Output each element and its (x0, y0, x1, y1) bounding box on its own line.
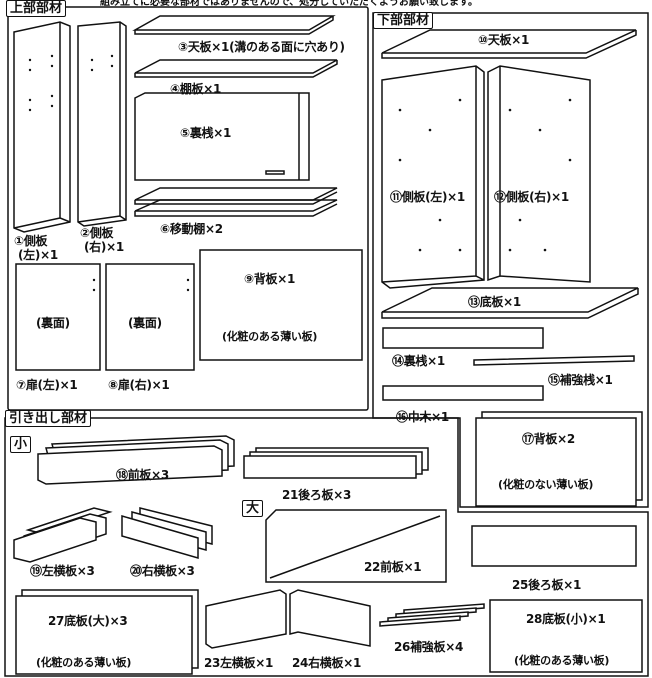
back-panel-17a-drawing (475, 417, 637, 507)
front-boards-18-drawing (37, 435, 235, 485)
label-part-6: ⑥移動棚×2 (160, 222, 223, 236)
left-side-board-23-drawing (205, 589, 287, 649)
label-part-27: 27底板(大)×3 (48, 614, 128, 628)
door-right-drawing (105, 263, 195, 371)
label-part-1a: ①側板 (14, 234, 48, 248)
left-side-boards-19-drawing (13, 507, 113, 563)
label-part-17: ⑰背板×2 (522, 432, 575, 446)
label-part-21: 21後ろ板×3 (282, 488, 352, 502)
label-part-5: ⑤裏桟×1 (180, 126, 232, 140)
label-part-14: ⑭裏桟×1 (392, 354, 445, 368)
section-tab-drawer: 引き出し部材 (5, 410, 92, 427)
back-rail-14-drawing (382, 327, 544, 349)
section-tab-upper: 上部部材 (6, 0, 67, 17)
door-left-drawing (15, 263, 101, 371)
kickboard-16-drawing (382, 385, 544, 401)
section-tab-small: 小 (10, 436, 32, 453)
bottom-board-13-drawing (381, 287, 639, 319)
side-panel-11-drawing (381, 65, 485, 289)
right-side-boards-20-drawing (121, 507, 213, 559)
back-boards-21-drawing (243, 447, 429, 479)
label-part-22: 22前板×1 (364, 560, 422, 574)
back-board-25-drawing (471, 525, 637, 567)
back-panel-9-drawing (199, 249, 363, 361)
side-panel-right-drawing (77, 21, 127, 227)
top-board-3-drawing (132, 15, 336, 35)
label-part-28-note: (化粧のある薄い板) (514, 654, 610, 667)
label-part-19: ⑲左横板×3 (30, 564, 95, 578)
bottom-board-27-drawing (15, 595, 193, 675)
side-panel-12-drawing (487, 65, 591, 283)
label-part-7-face: (裏面) (36, 316, 70, 330)
movable-shelf-6b-drawing (134, 199, 338, 217)
hole-dots (28, 54, 572, 292)
label-part-27-note: (化粧のある薄い板) (36, 656, 132, 669)
label-part-23: 23左横板×1 (204, 656, 274, 670)
shelf-4-drawing (134, 59, 338, 78)
label-part-3: ③天板×1(溝のある面に穴あり) (178, 40, 345, 54)
label-part-10: ⑩天板×1 (478, 33, 530, 47)
top-note: 組み立てに必要な部材ではありませんので、処分していただくようお願い致します。 (100, 0, 478, 8)
reinforce-boards-26-drawing (379, 603, 485, 627)
label-part-8-face: (裏面) (128, 316, 162, 330)
label-part-13: ⑬底板×1 (468, 295, 521, 309)
section-tab-lower: 下部部材 (373, 12, 434, 29)
bottom-board-28-drawing (489, 599, 643, 673)
label-part-16: ⑯巾木×1 (396, 410, 449, 424)
back-rail-5-drawing (134, 92, 310, 181)
side-panel-left-drawing (13, 21, 71, 233)
label-part-1b: (左)×1 (18, 248, 58, 262)
label-part-9-note: (化粧のある薄い板) (222, 330, 318, 343)
section-tab-large: 大 (242, 500, 264, 517)
label-part-2b: (右)×1 (84, 240, 124, 254)
label-part-12: ⑫側板(右)×1 (494, 190, 569, 204)
label-part-26: 26補強板×4 (394, 640, 464, 654)
reinforce-rail-15-drawing (473, 355, 635, 366)
label-part-17-note: (化粧のない薄い板) (498, 478, 594, 491)
label-part-25: 25後ろ板×1 (512, 578, 582, 592)
label-part-20: ⑳右横板×3 (130, 564, 195, 578)
label-part-18: ⑱前板×3 (116, 468, 169, 482)
label-part-11: ⑪側板(左)×1 (390, 190, 465, 204)
label-part-8: ⑧扉(右)×1 (108, 378, 170, 392)
label-part-24: 24右横板×1 (292, 656, 362, 670)
front-board-22-drawing (265, 509, 447, 583)
label-part-9: ⑨背板×1 (244, 272, 296, 286)
movable-shelf-6a-drawing (134, 187, 338, 205)
label-part-2a: ②側板 (80, 226, 114, 240)
label-part-15: ⑮補強桟×1 (548, 373, 613, 387)
right-side-board-24-drawing (289, 589, 371, 647)
label-part-7: ⑦扉(左)×1 (16, 378, 78, 392)
label-part-4: ④棚板×1 (170, 82, 222, 96)
label-part-28: 28底板(小)×1 (526, 612, 606, 626)
drawer-section-frame (4, 417, 649, 677)
top-board-10-drawing (381, 29, 637, 59)
upper-section-frame (7, 6, 369, 411)
